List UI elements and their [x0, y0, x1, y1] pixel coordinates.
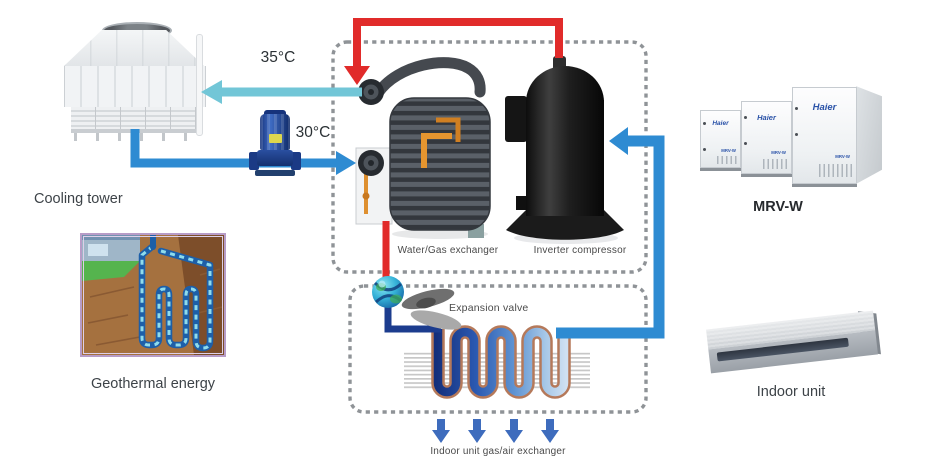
refrigerant-return-pipe [556, 127, 665, 339]
cabinet-module: Haier MRV-W [700, 110, 741, 171]
warm-water-pipe [201, 80, 362, 104]
water-gas-exchanger-label: Water/Gas exchanger [397, 245, 499, 256]
cooling-tower-illustration [58, 20, 210, 142]
haier-logo: Haier [757, 112, 776, 122]
geothermal-scene [82, 235, 224, 355]
tower-ladder [196, 34, 203, 136]
model-badge: MRV-W [721, 148, 736, 154]
cabinet-side-face [856, 86, 882, 184]
cabinet-module: Haier MRV-W [741, 101, 792, 177]
pump-base [255, 170, 295, 176]
cabinet-module: Haier MRV-W [792, 87, 857, 187]
hot-gas-arrow-icon [344, 66, 370, 85]
liquid-refrigerant-pipe [384, 305, 441, 333]
mrv-w-outdoor-unit-illustration: Haier MRV-W Haier MRV-W Haier MRV-W [698, 78, 884, 194]
vent-slots [819, 164, 853, 178]
exchanger-water-port-top [358, 79, 384, 105]
outlet-temperature-label: 35°C [260, 49, 296, 66]
pump-label-tag [269, 134, 282, 143]
warm-water-arrow-icon [201, 80, 222, 104]
pump-motor [260, 114, 290, 150]
indoor-coil-serpentine [431, 325, 571, 399]
hot-gas-pipe [344, 18, 563, 281]
model-badge: MRV-W [835, 154, 850, 160]
soil-strata-lines [87, 268, 223, 346]
building-roof [82, 235, 140, 240]
inverter-compressor-illustration [505, 56, 624, 244]
expansion-valve-label: Expansion valve [449, 302, 529, 314]
indoor-exchanger-label: Indoor unit gas/air exchanger [430, 446, 566, 457]
outdoor-module-dashed-box [331, 40, 648, 274]
geothermal-energy-label: Geothermal energy [90, 376, 216, 392]
haier-logo: Haier [712, 119, 729, 127]
airflow-arrows-icon [432, 419, 559, 443]
pump-flange-right [291, 152, 301, 170]
haier-logo: Haier [812, 101, 837, 113]
ground-loop-pipe-icon [138, 235, 214, 352]
expansion-valve-icon [372, 276, 404, 308]
indoor-module-dashed-box [348, 284, 648, 414]
building-window [88, 244, 108, 256]
inlet-temperature-label: 30°C [295, 124, 331, 141]
water-gas-exchanger-illustration [355, 57, 491, 239]
water-pump-illustration [249, 110, 301, 180]
valve-fan-icon [401, 288, 462, 330]
grass [82, 261, 140, 281]
mrv-w-label: MRV-W [753, 199, 803, 215]
cooling-tower-label: Cooling tower [34, 191, 123, 207]
vent-slots [717, 155, 738, 164]
cool-water-arrow-icon [336, 151, 356, 175]
vent-slots [762, 158, 789, 169]
geothermal-energy-image [80, 233, 226, 357]
indoor-unit-label: Indoor unit [756, 384, 826, 400]
refrigerant-arrow-icon [609, 127, 628, 155]
tower-body [64, 66, 206, 107]
model-badge: MRV-W [771, 150, 786, 156]
pump-volute [257, 150, 293, 166]
pump-flange-left [249, 152, 259, 170]
tower-louvers [71, 107, 197, 129]
exchanger-water-port-bottom [358, 150, 384, 176]
pump-cap [264, 110, 286, 117]
inverter-compressor-label: Inverter compressor [533, 245, 627, 256]
